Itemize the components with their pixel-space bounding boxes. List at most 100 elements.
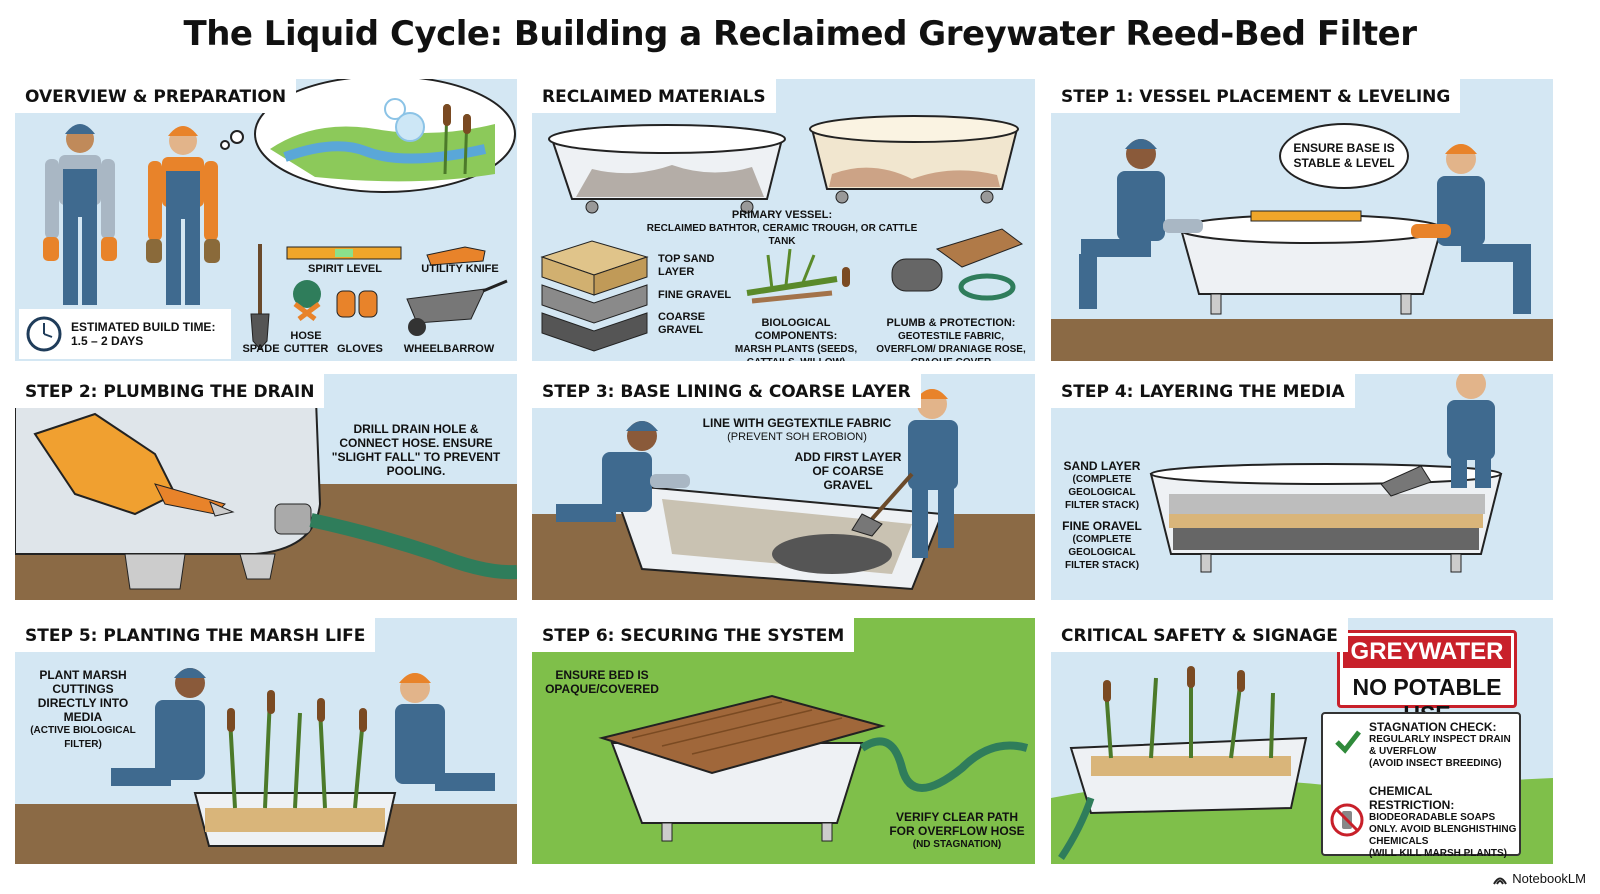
thought-cloud (220, 79, 516, 193)
rusty-bathtub (548, 124, 786, 214)
sand-layer-sub: (COMPLETE GEOLOGICAL FILTER STACK) (1064, 474, 1140, 511)
safety-checklist: STAGNATION CHECK: REGULARLY INSPECT DRAI… (1321, 712, 1521, 859)
tool-label-utility-knife: UTILITY KNIFE (421, 263, 499, 275)
build-time-label: ESTIMATED BUILD TIME: (71, 320, 216, 334)
sand-layer-label: SAND LAYER (1063, 459, 1141, 473)
sand-layer-block: SAND LAYER (COMPLETE GEOLOGICAL FILTER S… (1057, 460, 1147, 512)
tool-label-spirit-level: SPIRIT LEVEL (308, 263, 382, 275)
hose-cutter-icon (293, 280, 321, 321)
no-chemicals-icon (1330, 803, 1364, 837)
tool-label-spade: SPADE (242, 343, 280, 355)
chemical-restriction-item: CHEMICAL RESTRICTION: BIODEORADABLE SOAP… (1369, 784, 1517, 860)
planted-bathtub (1058, 666, 1308, 860)
fine-gravel-label: FINE ORAVEL (1062, 519, 1142, 533)
worker-left-kneeling (1079, 139, 1203, 309)
drain-hose (274, 503, 517, 580)
spirit-level-icon (286, 246, 402, 260)
worker-woman (146, 126, 220, 305)
tool-label-gloves: GLOVES (337, 343, 383, 355)
panel-step3: STEP 3: BASE LINING & COARSE LAYER LINE … (532, 374, 1035, 600)
panel-step6: STEP 6: SECURING THE SYSTEM ENSURE BED I… (532, 618, 1035, 864)
overflow-hose (859, 737, 1029, 792)
step3-note1: LINE WITH GEGTEXTILE FABRIC (702, 416, 892, 430)
build-time-value: 1.5 – 2 DAYS (71, 334, 144, 348)
primary-vessel-text: PRIMARY VESSEL: RECLAIMED BATHTOR, CERAM… (642, 209, 922, 248)
planted-tub (193, 690, 397, 847)
worker-left-planting (111, 668, 206, 786)
build-time-box: ESTIMATED BUILD TIME: 1.5 – 2 DAYS (19, 309, 231, 359)
tool-label-hose-cutter: HOSE CUTTER (283, 330, 329, 355)
chemical-restriction-sub: (WILL KILL MARSH PLANTS) (1369, 848, 1507, 859)
layer-label-coarse-gravel: COARSE GRAVEL (658, 311, 706, 336)
step6-illustration (532, 618, 1035, 864)
cream-bathtub (809, 115, 1019, 204)
worker-with-shovel (851, 389, 958, 558)
step4-illustration (1051, 374, 1553, 600)
layer-label-top-sand: TOP SAND LAYER (658, 253, 715, 278)
panel-title-safety: CRITICAL SAFETY & SIGNAGE (1051, 618, 1348, 652)
step5-note-block: PLANT MARSH CUTTINGS DIRECTLY INTO MEDIA… (23, 668, 143, 752)
panel-title-step6: STEP 6: SECURING THE SYSTEM (532, 618, 855, 652)
notebooklm-logo-icon (1493, 877, 1508, 885)
panel-title-step1: STEP 1: VESSEL PLACEMENT & LEVELING (1051, 79, 1461, 113)
filter-layer-blocks (540, 240, 649, 352)
plumb-protection-text: PLUMB & PROTECTION: GEOTESTILE FABRIC, O… (870, 317, 1032, 361)
notebooklm-logo-text: NotebookLM (1512, 871, 1586, 886)
panel-overview: OVERVIEW & PREPARATION SPIRIT LEVEL UTIL… (15, 79, 517, 361)
panel-title-step3: STEP 3: BASE LINING & COARSE LAYER (532, 374, 921, 408)
step2-illustration (15, 374, 517, 600)
panel-step1: STEP 1: VESSEL PLACEMENT & LEVELING ENSU… (1051, 79, 1553, 361)
panel-title-materials: RECLAIMED MATERIALS (532, 79, 776, 113)
spade-icon (250, 244, 270, 350)
geotextile-and-hose (891, 228, 1024, 301)
materials-illustration (532, 79, 1035, 361)
build-time-text: ESTIMATED BUILD TIME: 1.5 – 2 DAYS (71, 320, 215, 348)
checkmark-icon (1335, 730, 1361, 754)
chemical-restriction-title: CHEMICAL RESTRICTION: (1369, 784, 1455, 812)
fine-gravel-block: FINE ORAVEL (COMPLETE GEOLOGICAL FILTER … (1057, 520, 1147, 572)
panel-title-overview: OVERVIEW & PREPARATION (15, 79, 297, 113)
primary-vessel-title: PRIMARY VESSEL: (731, 209, 833, 221)
step3-note1-sub: (PREVENT SOH EROBION) (727, 431, 867, 443)
step5-note: PLANT MARSH CUTTINGS DIRECTLY INTO MEDIA (37, 668, 129, 724)
stagnation-check-title: STAGNATION CHECK: (1369, 720, 1497, 734)
step3-note1-block: LINE WITH GEGTEXTILE FABRIC (PREVENT SOH… (692, 416, 902, 444)
bio-components-desc: MARSH PLANTS (SEEDS, CATTAILS, WILLOW) (734, 344, 858, 361)
utility-knife-icon (426, 246, 486, 266)
layer-label-fine-gravel: FINE GRAVEL (658, 289, 732, 301)
stagnation-check-sub: (AVOID INSECT BREEDING) (1369, 758, 1502, 769)
step5-note-sub: (ACTIVE BIOLOGICAL FILTER) (30, 725, 136, 750)
bathtub-on-ground (1178, 210, 1444, 315)
step6-note1: ENSURE BED IS OPAQUE/COVERED (545, 668, 659, 696)
stagnation-check-item: STAGNATION CHECK: REGULARLY INSPECT DRAI… (1369, 720, 1515, 770)
panel-title-step5: STEP 5: PLANTING THE MARSH LIFE (15, 618, 376, 652)
step1-illustration (1051, 79, 1553, 361)
panel-safety: CRITICAL SAFETY & SIGNAGE GREYWATER NO P… (1051, 618, 1553, 864)
speech-bubble-level: ENSURE BASE IS STABLE & LEVEL (1279, 123, 1409, 189)
bathtub-with-lining (610, 482, 944, 591)
stagnation-check-desc: REGULARLY INSPECT DRAIN & UVERFLOW (1369, 734, 1511, 757)
wheelbarrow-icon (406, 279, 508, 336)
bio-components-title: BIOLOGICAL COMPONENTS: (754, 317, 838, 342)
sign-top-text: GREYWATER (1343, 636, 1511, 668)
plumb-protection-desc: GEOTESTILE FABRIC, OVERFLOM/ DRANIAGE RO… (876, 331, 1026, 361)
gloves-icon (336, 290, 378, 318)
bio-components-text: BIOLOGICAL COMPONENTS: MARSH PLANTS (SEE… (722, 317, 870, 361)
worker-kneeling-lining (556, 421, 690, 522)
step6-note2-sub: (ND STAGNATION) (912, 839, 1002, 850)
step3-note2: ADD FIRST LAYER OF COARSE GRAVEL (794, 450, 902, 492)
panel-title-step4: STEP 4: LAYERING THE MEDIA (1051, 374, 1355, 408)
notebooklm-logo: NotebookLM (1492, 871, 1586, 886)
worker-pouring-media (1380, 374, 1495, 497)
panel-title-step2: STEP 2: PLUMBING THE DRAIN (15, 374, 325, 408)
covered-bathtub (598, 694, 886, 842)
clock-icon (26, 316, 62, 352)
step6-note2-block: VERIFY CLEAR PATH FOR OVERFLOW HOSE (ND … (884, 810, 1030, 852)
greywater-sign: GREYWATER NO POTABLE USE (1337, 630, 1517, 727)
primary-vessel-desc: RECLAIMED BATHTOR, CERAMIC TROUGH, OR CA… (646, 223, 918, 247)
worker-man (43, 124, 117, 305)
panel-step4: STEP 4: LAYERING THE MEDIA SAND LAYER (C… (1051, 374, 1553, 600)
panel-materials: RECLAIMED MATERIALS PRIMARY VESSEL: RECL… (532, 79, 1035, 361)
step5-illustration (15, 618, 517, 864)
fine-gravel-sub: (COMPLETE GEOLOGICAL FILTER STACK) (1064, 534, 1140, 571)
